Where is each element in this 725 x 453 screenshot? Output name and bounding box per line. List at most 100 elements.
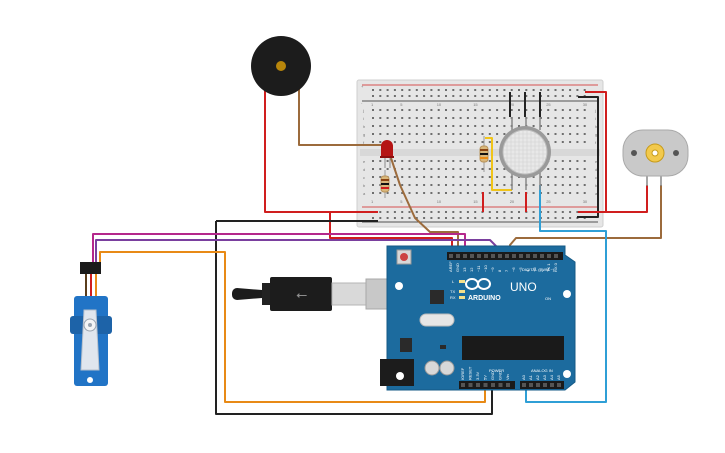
pin-label: A0 <box>521 374 526 380</box>
wire-servo-magenta[interactable] <box>92 233 466 262</box>
row-letter: e <box>595 159 598 164</box>
column-number: 20 <box>510 102 515 107</box>
column-number: 15 <box>473 102 478 107</box>
pin-label: 4 <box>525 269 530 272</box>
pin-label: A5 <box>556 374 561 380</box>
power-jack <box>380 359 414 386</box>
column-number: 15 <box>473 199 478 204</box>
usb-cable[interactable]: ⭠ <box>232 277 413 311</box>
atmega-chip <box>462 336 564 360</box>
column-number: 1 <box>371 199 374 204</box>
wire-buzzer-red[interactable] <box>264 85 378 213</box>
resistor-2[interactable] <box>479 136 489 172</box>
row-letter: j <box>594 108 596 113</box>
usb-symbol-icon: ⭠ <box>296 287 307 303</box>
pin-label: A1 <box>528 374 533 380</box>
column-number: 30 <box>583 199 588 204</box>
row-letter: d <box>363 167 365 172</box>
row-letter: f <box>595 140 597 145</box>
row-letter: h <box>595 124 597 129</box>
pin-label: RX 0 <box>553 262 558 272</box>
pin-label: GND <box>455 263 460 272</box>
row-letter: i <box>595 116 596 121</box>
pin-label: GND <box>490 371 495 380</box>
pin-label: 7 <box>504 269 509 272</box>
pin-label: ~6 <box>511 267 516 272</box>
l-label: L <box>452 279 455 284</box>
pin-label: GND <box>498 371 503 380</box>
tx-label: TX <box>450 289 455 294</box>
resistor-1[interactable] <box>380 170 390 198</box>
pin-label: 3.3V <box>475 371 480 380</box>
column-number: 10 <box>437 102 442 107</box>
servo-connector <box>80 262 101 274</box>
piezo-buzzer[interactable] <box>251 36 311 96</box>
row-letter: g <box>363 132 365 137</box>
row-letter: g <box>595 132 597 137</box>
led-tx <box>459 290 465 293</box>
regulator <box>400 338 412 352</box>
buzzer-center <box>276 61 286 71</box>
pin-label: 13 <box>462 267 467 272</box>
row-letter: e <box>363 159 366 164</box>
column-number: 25 <box>546 102 551 107</box>
pin-label: Vin <box>505 374 510 380</box>
pin-label: TX 1 <box>546 263 551 272</box>
led-dome <box>381 140 393 157</box>
wire-sensor-blue[interactable] <box>525 185 607 403</box>
capacitor-2 <box>439 360 455 376</box>
wire-5v-red[interactable] <box>329 212 453 250</box>
row-letter: d <box>595 167 597 172</box>
wire-gnd-black[interactable] <box>215 221 493 415</box>
column-number: 5 <box>400 199 403 204</box>
crystal <box>419 313 455 327</box>
pin-label: A2 <box>535 374 540 380</box>
red-led[interactable] <box>380 140 394 168</box>
power-label: POWER <box>489 368 504 373</box>
pin-label: 8 <box>497 269 502 272</box>
pin-label: ~3 <box>532 267 537 272</box>
rx-label: RX <box>450 295 456 300</box>
wire-rail-black-right[interactable] <box>577 96 599 218</box>
reset-button[interactable] <box>400 253 408 261</box>
pin-label: A4 <box>549 374 554 380</box>
pin-label: 5V <box>483 375 488 380</box>
pin-label: ~10 <box>483 264 488 272</box>
usb-plug-body <box>270 277 332 311</box>
row-letter: h <box>363 124 365 129</box>
row-letter: a <box>363 191 366 196</box>
column-number: 20 <box>510 199 515 204</box>
pin-label: 12 <box>469 267 474 272</box>
dc-motor[interactable] <box>622 129 689 186</box>
board-model: UNO <box>510 280 537 294</box>
row-letter: b <box>595 183 598 188</box>
on-label: ON <box>545 296 551 301</box>
row-letter: i <box>363 116 364 121</box>
wire-motor-red[interactable] <box>578 185 648 213</box>
sensor-mesh <box>502 129 548 175</box>
pin-label: IOREF <box>460 367 465 380</box>
logo-text: ARDUINO <box>468 295 501 302</box>
rail-plus-label: + <box>361 84 364 89</box>
analog-label: ANALOG IN <box>531 368 553 373</box>
led-rx <box>459 296 465 299</box>
pin-label: ~5 <box>518 267 523 272</box>
digital-label: DIGITAL (PWM ~) <box>522 267 555 272</box>
wire-sensor-yellow[interactable] <box>485 137 512 191</box>
pin-label: RESET <box>468 366 473 380</box>
pin-label: ~9 <box>490 267 495 272</box>
row-letter: c <box>595 175 597 180</box>
led-l <box>459 280 465 283</box>
wire-servo-orange[interactable] <box>99 251 486 403</box>
column-number: 30 <box>583 102 588 107</box>
pin-label: ~11 <box>476 265 481 272</box>
row-letter: f <box>363 140 365 145</box>
micro-servo[interactable] <box>70 262 112 386</box>
column-number: 5 <box>400 102 403 107</box>
column-number: 1 <box>371 102 374 107</box>
gas-sensor[interactable] <box>499 117 551 190</box>
